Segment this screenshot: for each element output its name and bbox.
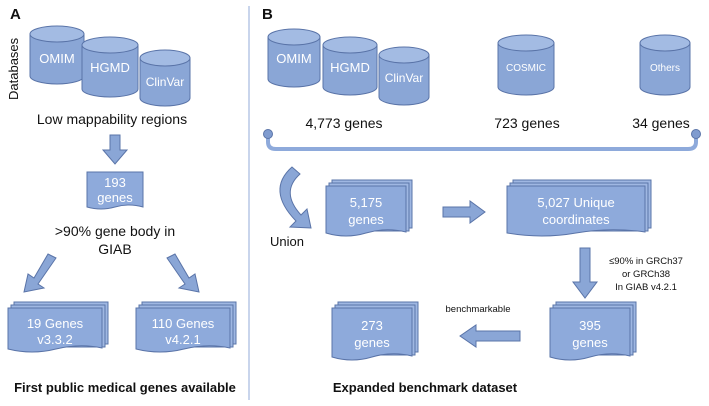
result-stack-v421: 110 Genes v4.2.1 <box>135 301 237 353</box>
union-arrow-icon <box>279 166 312 229</box>
result-right-count: 110 Genes <box>152 316 215 331</box>
unique-coordinates-unit: coordinates <box>542 212 610 227</box>
union-genes-stack: 5,175 genes <box>325 179 413 237</box>
database-label: OMIM <box>276 51 311 66</box>
database-cylinder-omim: OMIM <box>267 28 321 88</box>
count-omim-hgmd-clinvar: 4,773 genes <box>305 115 382 131</box>
database-label: ClinVar <box>385 71 423 85</box>
panel-b-letter: B <box>262 6 273 23</box>
union-bracket <box>266 136 698 151</box>
gene-count-value: 193 <box>104 175 126 190</box>
panel-a-letter: A <box>10 6 21 23</box>
database-cylinder-omim: OMIM <box>29 25 85 85</box>
benchmark-genes-unit: genes <box>354 335 390 350</box>
benchmark-genes-value: 273 <box>361 318 383 333</box>
panel-b-footer: Expanded benchmark dataset <box>333 380 518 395</box>
union-label: Union <box>270 234 304 249</box>
arrow-down-right-icon <box>166 253 200 293</box>
bracket-end-right <box>691 129 701 139</box>
database-label: HGMD <box>90 60 130 75</box>
benchmark-genes-stack: 273 genes <box>331 301 419 361</box>
result-left-count: 19 Genes <box>27 316 84 331</box>
result-stack-v332: 19 Genes v3.3.2 <box>7 301 109 353</box>
database-cylinder-cosmic: COSMIC <box>497 34 555 96</box>
database-label: OMIM <box>39 51 74 66</box>
filtered-genes-unit: genes <box>572 335 608 350</box>
unique-coordinates-value: 5,027 Unique <box>537 195 614 210</box>
union-genes-unit: genes <box>348 212 384 227</box>
gene-count-box: 193 genes <box>86 171 144 210</box>
right-arrow-icon <box>442 200 486 224</box>
filtered-genes-stack: 395 genes <box>549 301 637 361</box>
panel-a-footer: First public medical genes available <box>14 380 236 395</box>
gene-count-unit: genes <box>97 190 133 205</box>
database-label: Others <box>650 63 680 74</box>
arrow-down-left-icon <box>23 253 57 293</box>
union-genes-value: 5,175 <box>350 195 383 210</box>
database-label: COSMIC <box>506 63 546 74</box>
low-mappability-text: Low mappability regions <box>37 111 187 127</box>
count-cosmic: 723 genes <box>494 115 559 131</box>
result-left-version: v3.3.2 <box>37 332 72 347</box>
database-cylinder-clinvar: ClinVar <box>139 49 191 107</box>
database-label: HGMD <box>330 60 370 75</box>
criterion-line-1: >90% gene body in <box>55 223 175 239</box>
database-cylinder-hgmd: HGMD <box>81 36 139 98</box>
unique-coordinates-stack: 5,027 Unique coordinates <box>506 179 652 237</box>
databases-label: Databases <box>6 37 21 100</box>
benchmarkable-label: benchmarkable <box>446 304 511 315</box>
down-arrow-icon <box>572 247 598 299</box>
database-cylinder-others: Others <box>639 34 691 96</box>
database-label: ClinVar <box>146 75 184 89</box>
left-arrow-icon <box>459 324 521 348</box>
threshold-line-2: or GRCh38 <box>622 269 670 280</box>
threshold-line-3: In GIAB v4.2.1 <box>615 282 677 293</box>
filtered-genes-value: 395 <box>579 318 601 333</box>
threshold-line-1: ≤90% in GRCh37 <box>609 256 683 267</box>
bracket-end-left <box>263 129 273 139</box>
count-others: 34 genes <box>632 115 690 131</box>
result-right-version: v4.2.1 <box>165 332 200 347</box>
down-arrow-icon <box>101 134 129 165</box>
database-cylinder-hgmd: HGMD <box>322 36 378 96</box>
database-cylinder-clinvar: ClinVar <box>378 46 430 106</box>
criterion-line-2: GIAB <box>98 241 131 257</box>
